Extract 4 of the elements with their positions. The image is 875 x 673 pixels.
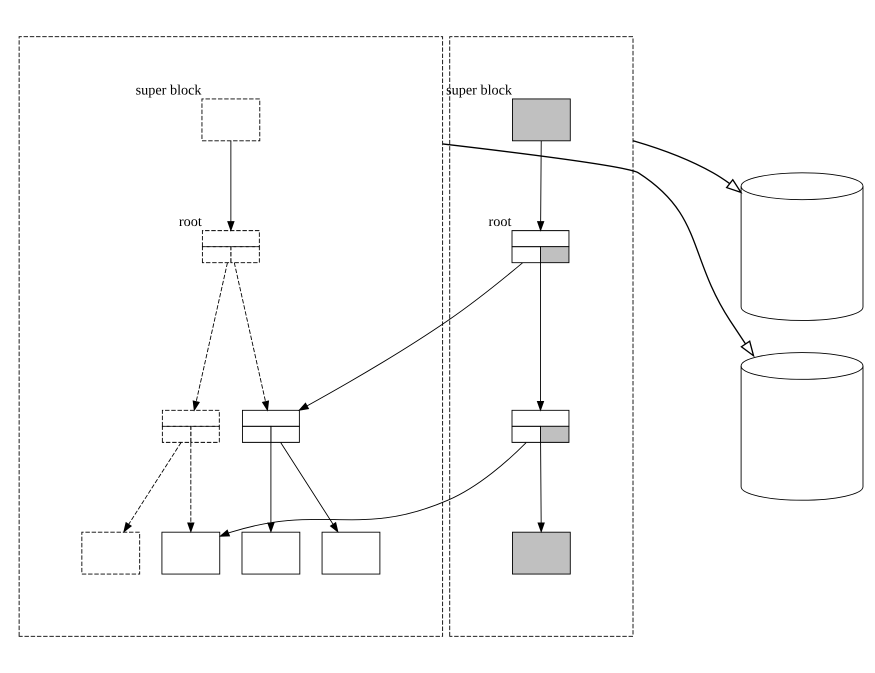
node-label: root <box>488 214 512 230</box>
node-label: root <box>178 214 202 230</box>
node-label: super block <box>446 82 512 98</box>
node-label: super block <box>136 82 202 98</box>
